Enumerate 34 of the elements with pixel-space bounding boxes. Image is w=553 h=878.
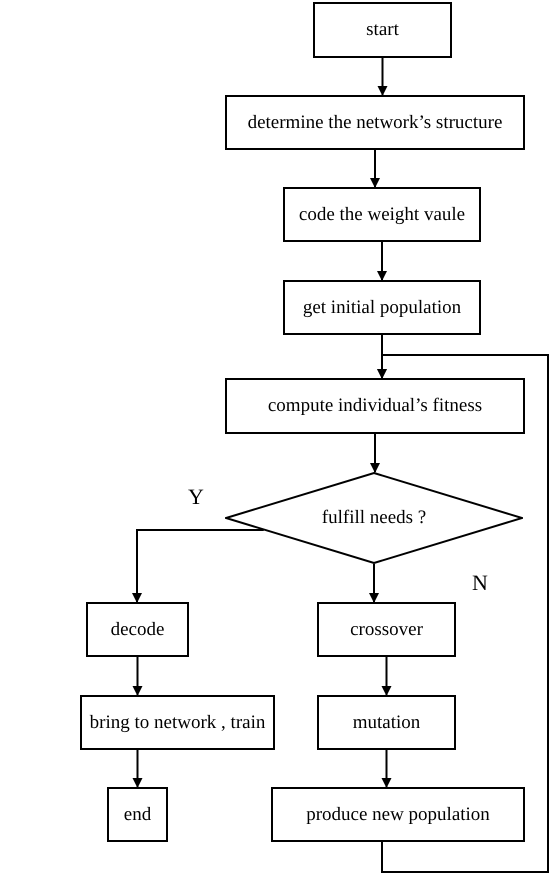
process-text: determine the network’s structure xyxy=(248,112,502,134)
arrow xyxy=(377,242,387,281)
decision-text: fulfill needs ? xyxy=(322,507,426,529)
process-text: code the weight vaule xyxy=(298,204,466,226)
process-text: bring to network , train xyxy=(90,712,266,734)
process-box xyxy=(271,787,525,842)
arrow xyxy=(369,564,379,603)
process-text: compute individual’s fitness xyxy=(268,395,482,417)
arrow xyxy=(378,58,388,96)
process-box xyxy=(86,602,189,657)
arrow xyxy=(132,657,142,696)
arrow xyxy=(382,657,392,696)
arrow xyxy=(382,750,392,788)
process-text: decode xyxy=(110,618,164,640)
arrow xyxy=(377,354,549,873)
arrow xyxy=(132,750,142,788)
arrow xyxy=(132,528,264,603)
process-box xyxy=(317,602,456,657)
process-text: mutation xyxy=(352,712,420,734)
process-box xyxy=(80,695,275,750)
process-box xyxy=(283,280,481,335)
process-text: crossover xyxy=(350,618,423,640)
process-box xyxy=(225,95,525,150)
process-box xyxy=(313,2,452,58)
process-box xyxy=(225,378,525,434)
process-text: get initial population xyxy=(302,296,462,318)
process-box xyxy=(317,695,456,750)
arrow xyxy=(370,150,380,188)
process-box xyxy=(107,787,168,842)
process-text: start xyxy=(366,19,399,41)
process-text: end xyxy=(124,804,152,826)
process-box xyxy=(283,187,481,242)
process-text: produce new population xyxy=(306,804,490,826)
arrow xyxy=(370,434,380,473)
